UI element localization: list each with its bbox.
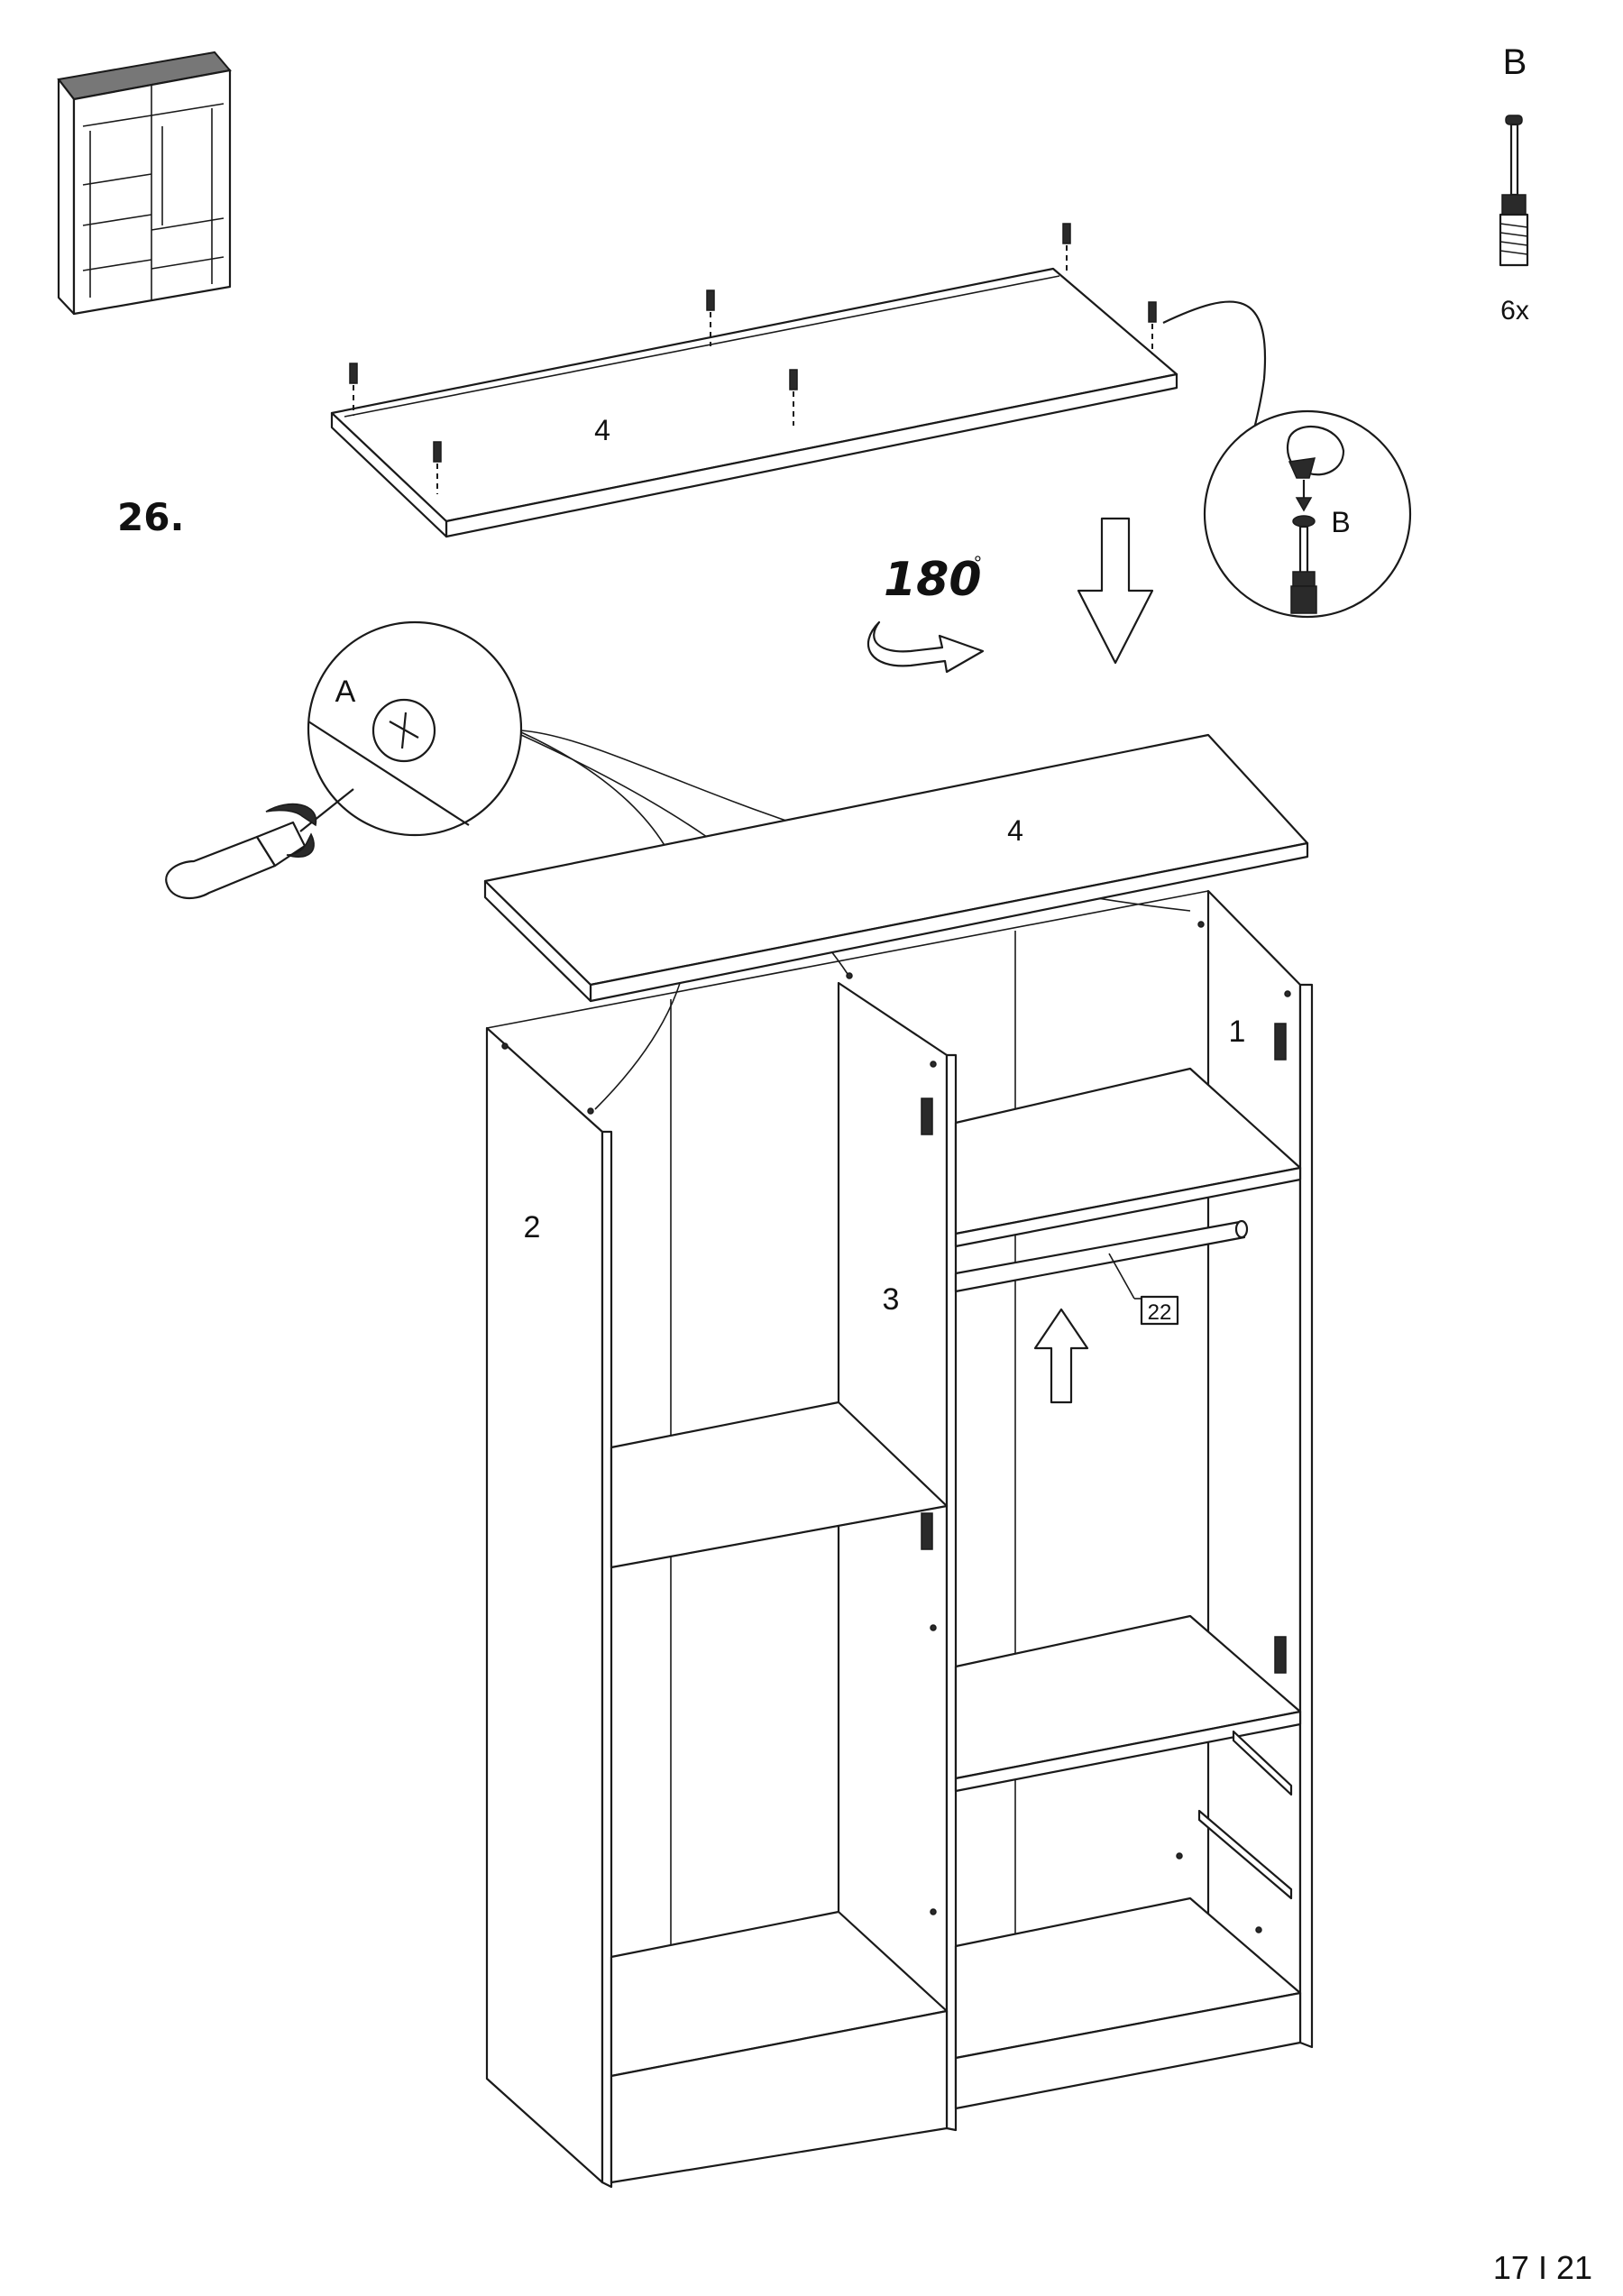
detail-b-callout: B [1162,300,1412,619]
step-number: 26. [117,495,184,539]
part-label-4-upper: 4 [594,414,610,446]
detail-a-letter: A [335,675,356,709]
part-label-4-lower: 4 [1007,814,1023,847]
top-panel-lower: 4 [483,733,1309,1003]
screwdriver-icon [165,788,354,900]
detail-a-callout: A [307,620,523,837]
part-label-3: 3 [883,1282,900,1317]
part-label-2: 2 [524,1210,541,1244]
page-number: 17 I 21 [1493,2249,1592,2286]
drawer-runner-group [1197,1730,1293,1900]
arrow-up-icon [1033,1308,1089,1404]
hole-group [501,921,1291,1933]
hardware-code: B [1503,42,1527,82]
rotate-180-icon: 180 ° [867,552,985,674]
pin-group [349,223,1157,494]
part-label-1: 1 [1229,1015,1246,1049]
hinge-group [921,1023,1287,1674]
hardware-quantity: 6x [1500,296,1529,326]
rotation-angle: 180 [884,553,982,607]
part-label-22: 22 [1148,1300,1172,1325]
arrow-down-icon [1077,517,1154,665]
top-panel-upper: 4 [330,267,1178,538]
rotation-degree: ° [974,552,982,574]
hardware-b-icon: B 6x [1499,42,1529,326]
wardrobe-carcass: 2 1 3 22 [485,889,1314,2189]
wardrobe-thumbnail [57,51,232,316]
detail-b-letter: B [1331,506,1350,538]
